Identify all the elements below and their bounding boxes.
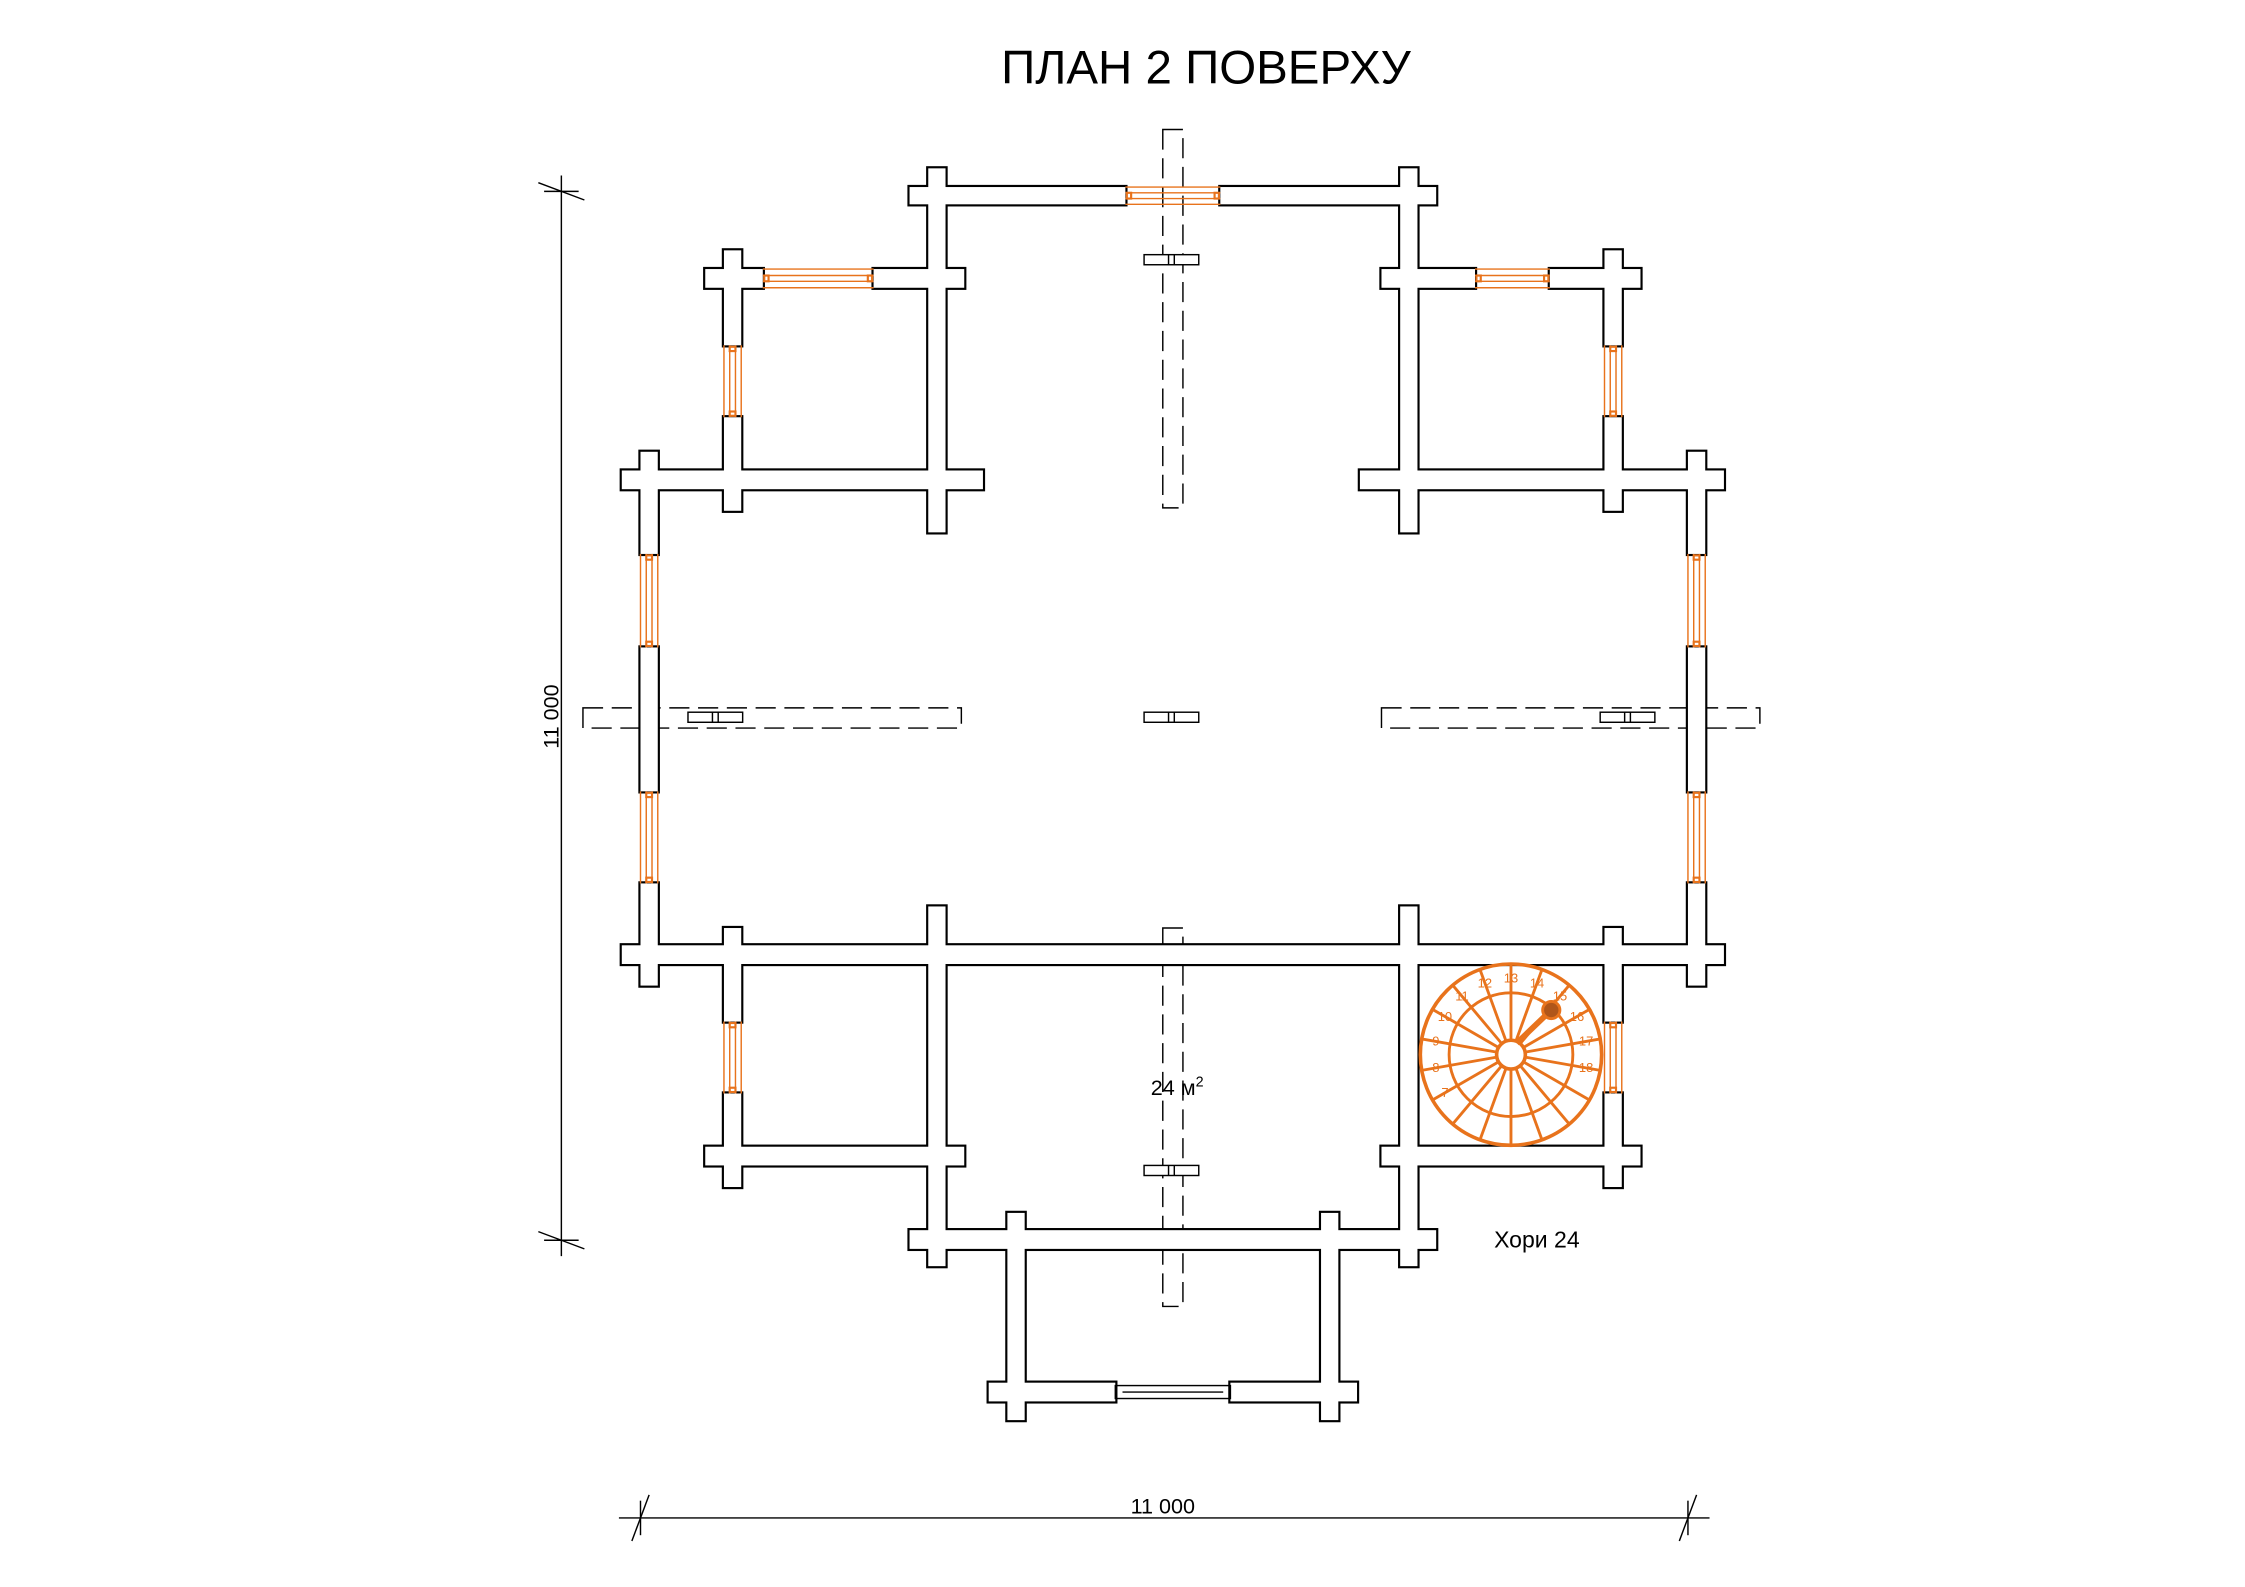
stair-step-edge: [1421, 1055, 1498, 1072]
stair-step-edge: [1522, 1060, 1591, 1102]
window: [1603, 1021, 1623, 1094]
window: [639, 553, 659, 648]
beam-tie: [1599, 711, 1656, 723]
stair-step-edge: [1519, 1064, 1571, 1126]
staircase-label: Хори 24: [1494, 1226, 1580, 1252]
windows: [639, 186, 1706, 1400]
stair-step-edge: [1514, 1067, 1544, 1141]
window: [1687, 553, 1706, 648]
stair-step-edge: [1421, 1037, 1498, 1054]
beam-tie: [1143, 253, 1200, 266]
stair-step-number: 9: [1432, 1034, 1439, 1049]
window: [1125, 186, 1221, 206]
stair-step-number: 8: [1432, 1060, 1439, 1075]
beam-tie: [1143, 1164, 1200, 1177]
room-area-label: 24 м2: [1151, 1074, 1204, 1100]
window: [723, 1021, 742, 1094]
stair-step-number: 11: [1455, 989, 1468, 1004]
stair-step-edge: [1524, 1055, 1601, 1072]
stair-step-number: 16: [1570, 1009, 1584, 1024]
stair-step-number: 10: [1438, 1009, 1452, 1024]
window: [639, 791, 659, 884]
dimension-horizontal-label: 11 000: [1131, 1494, 1195, 1519]
stair-step-edge: [1478, 968, 1508, 1042]
window: [762, 268, 874, 289]
dashed-beams: [582, 128, 1761, 1308]
stair-step-edge: [1451, 1064, 1503, 1126]
plan-title: ПЛАН 2 ПОВЕРХУ: [1001, 41, 1412, 94]
window: [1603, 345, 1623, 418]
stair-step-number: 7: [1441, 1085, 1448, 1100]
beam-tie: [687, 711, 744, 723]
stair-step-edge: [1524, 1037, 1601, 1054]
stair-step-edge: [1431, 1008, 1500, 1049]
stair-start-marker: [1541, 999, 1562, 1021]
window: [1114, 1384, 1232, 1400]
beam-ties: [687, 253, 1656, 1177]
dimension-horizontal: [618, 1494, 1710, 1542]
dashed-beam: [1380, 707, 1761, 729]
dashed-beam: [1162, 927, 1184, 1308]
stair-step-number: 13: [1504, 971, 1518, 986]
dashed-beam: [1162, 128, 1184, 509]
dimension-vertical: [538, 175, 585, 1257]
stair-center-post: [1494, 1038, 1528, 1071]
window: [1475, 268, 1550, 289]
stair-step-edge: [1451, 984, 1503, 1045]
window: [723, 345, 742, 418]
dimension-vertical-label: 11 000: [538, 684, 563, 748]
beam-tie: [1143, 711, 1200, 723]
stair-step-edge: [1514, 968, 1544, 1042]
dashed-beam: [582, 707, 963, 729]
stair-step-number: 15: [1553, 989, 1567, 1004]
stair-step-edge: [1522, 1008, 1591, 1049]
stair-step-edge: [1431, 1060, 1500, 1102]
stair-step-number: 17: [1579, 1034, 1593, 1049]
stair-step-number: 18: [1579, 1060, 1593, 1075]
stair-step-number: 12: [1478, 975, 1492, 990]
stair-step-edge: [1478, 1067, 1508, 1141]
stair-step-number: 14: [1530, 975, 1544, 990]
window: [1687, 791, 1706, 884]
